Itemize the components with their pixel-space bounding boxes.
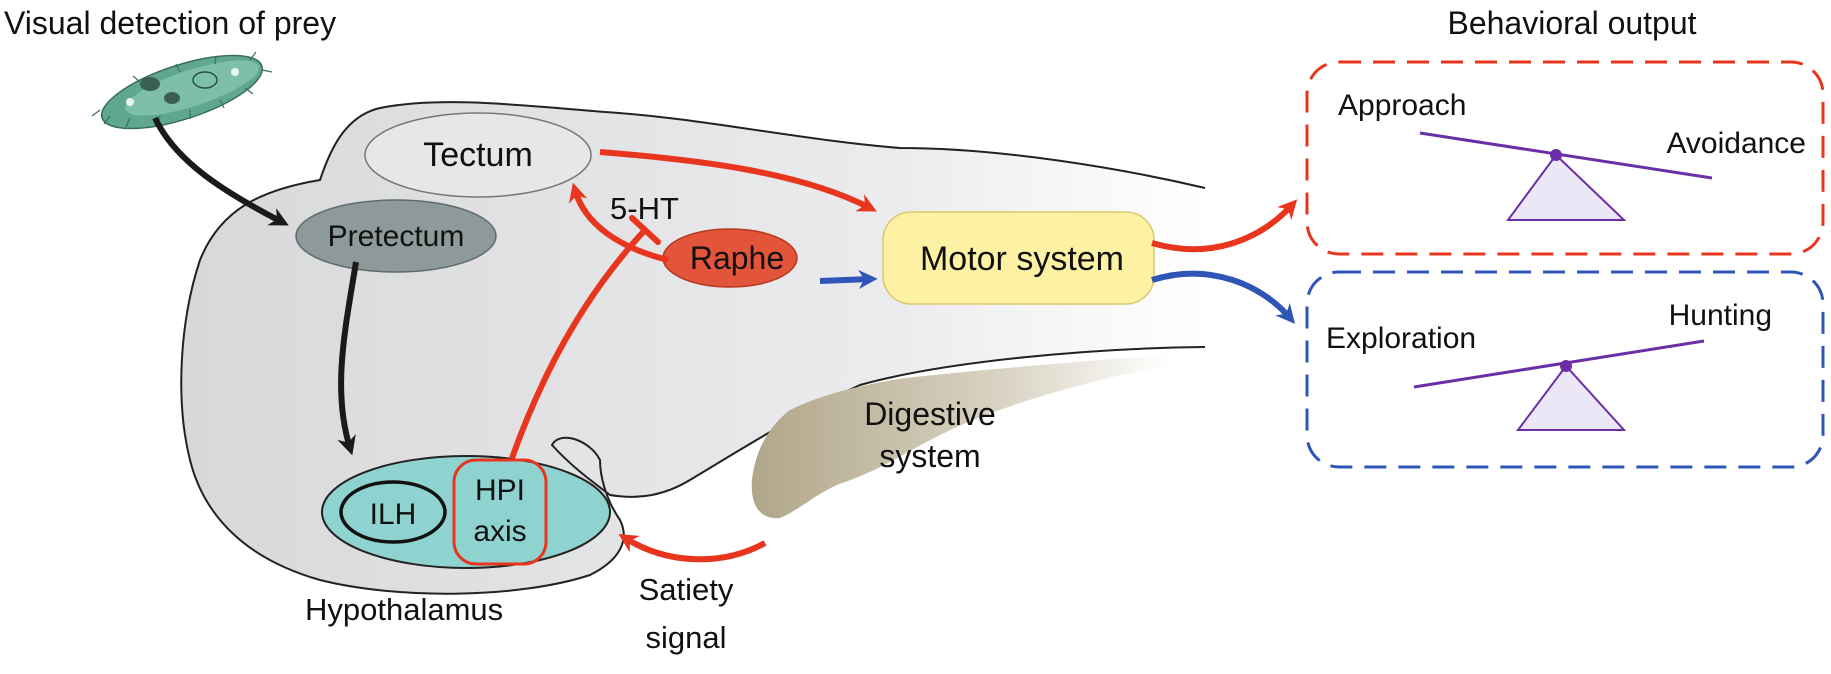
- motor-to-exploration-hunting-arrow: [1151, 270, 1295, 324]
- pretectum-region: [295, 199, 497, 273]
- avoidance-label: Avoidance: [1666, 127, 1806, 160]
- inhibition-bar: [629, 215, 661, 245]
- hpi-to-raphe-inhibition: [509, 227, 648, 460]
- hunting-label: Hunting: [1669, 299, 1772, 332]
- tectum-to-motor-arrow: [599, 149, 877, 212]
- exploration-hunting-balance: [1413, 339, 1705, 431]
- satiety-label-line2: signal: [646, 620, 727, 655]
- ilh-circle: [339, 480, 447, 544]
- hpi-axis-box: [452, 458, 548, 566]
- exploration-label: Exploration: [1326, 322, 1476, 355]
- exploration-hunting-box: [1305, 270, 1825, 469]
- five-ht-label: 5-HT: [610, 191, 679, 226]
- tectum-region: [364, 112, 592, 198]
- raphe-to-motor-arrow: [819, 269, 878, 290]
- behavioral-output-title: Behavioral output: [1447, 5, 1696, 41]
- pretectum-to-hypothalamus-arrow: [337, 261, 359, 456]
- hypothalamus-region: [321, 455, 611, 569]
- motor-system-label: Motor system: [920, 240, 1124, 278]
- prey-to-pretectum-arrow: [152, 116, 289, 226]
- motor-to-approach-avoidance-arrow: [1151, 199, 1298, 253]
- digestive-label-line1: Digestive: [864, 396, 996, 432]
- raphe-label: Raphe: [690, 240, 784, 276]
- ilh-label: ILH: [370, 498, 417, 531]
- digestive-to-hypothalamus-satiety-arrow: [618, 533, 767, 563]
- approach-avoidance-box: [1305, 60, 1825, 256]
- digestive-system-shape: [751, 355, 1170, 519]
- paramecium-icon: [91, 51, 273, 130]
- visual-detection-title: Visual detection of prey: [4, 5, 336, 41]
- hypothalamus-label: Hypothalamus: [305, 592, 503, 627]
- motor-system-region: [882, 211, 1155, 305]
- satiety-label-line1: Satiety: [639, 572, 734, 607]
- digestive-label-line2: system: [879, 438, 980, 474]
- tectum-label: Tectum: [423, 136, 533, 174]
- raphe-to-tectum-5ht-arrow: [568, 182, 669, 263]
- hpi-label-line2: axis: [473, 515, 526, 548]
- hpi-label-line1: HPI: [475, 474, 525, 507]
- approach-avoidance-balance: [1419, 131, 1713, 221]
- approach-label: Approach: [1338, 89, 1466, 122]
- pretectum-label: Pretectum: [328, 220, 465, 253]
